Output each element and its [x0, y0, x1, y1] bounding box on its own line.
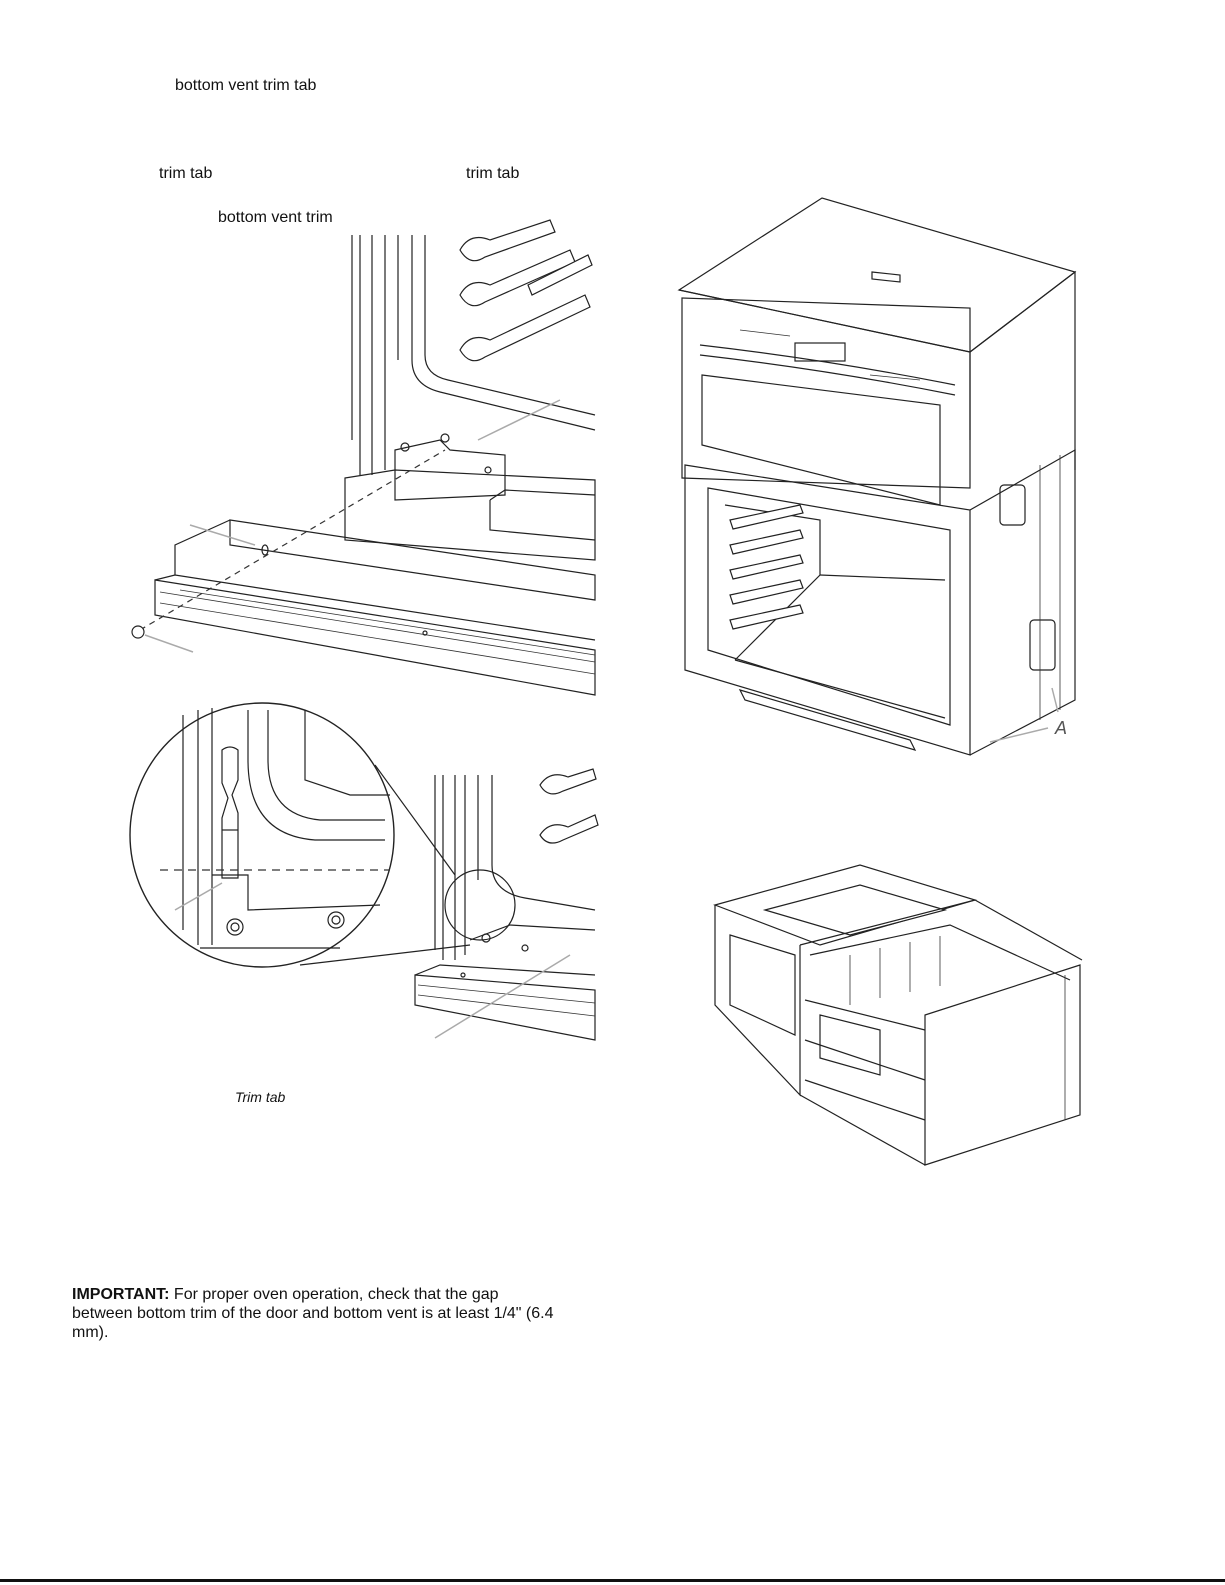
- trim-tab-detail-figure: [130, 703, 598, 1040]
- oven-side-figure: [715, 865, 1082, 1165]
- page-bottom-rule: [0, 1579, 1225, 1582]
- oven-front-figure: [679, 198, 1075, 755]
- bottom-vent-trim-removal-figure: [132, 220, 595, 695]
